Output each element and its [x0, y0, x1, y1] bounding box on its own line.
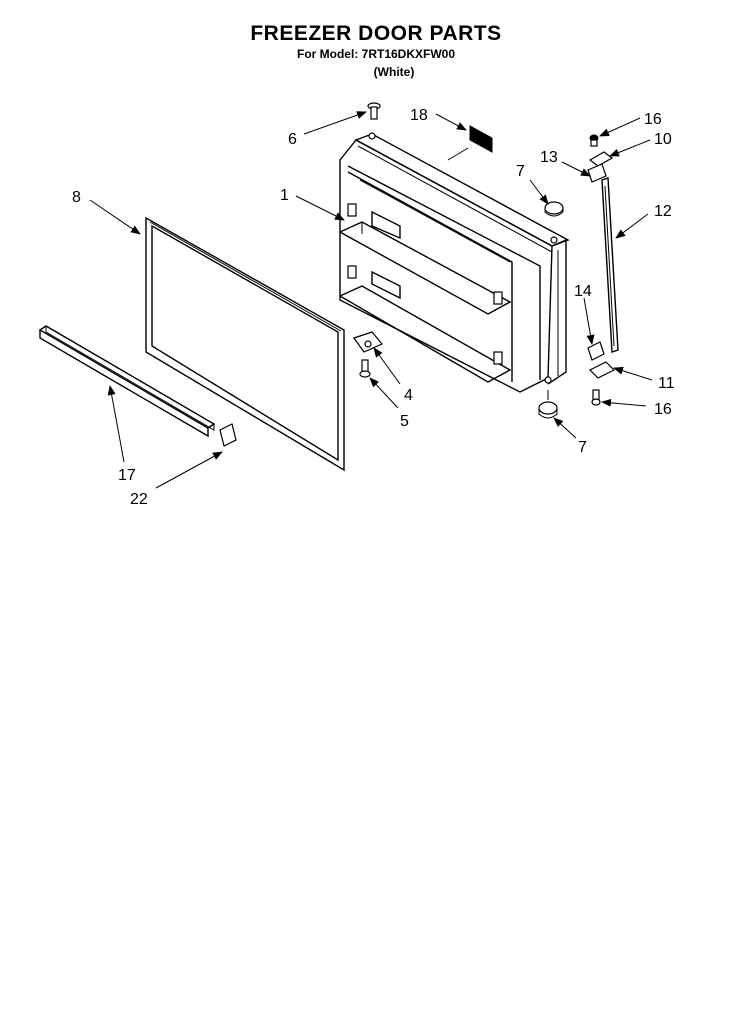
- callout-16-bottom: 16: [654, 401, 672, 418]
- callout-7-top: 7: [516, 163, 525, 180]
- callout-18: 18: [410, 107, 428, 124]
- screw-part-5: [359, 359, 371, 378]
- bushing-part-7-bottom: [538, 390, 558, 419]
- callout-7-bottom: 7: [578, 439, 587, 456]
- callout-13: 13: [540, 149, 558, 166]
- callout-12: 12: [654, 203, 672, 220]
- bottom-hinge-parts: [587, 341, 616, 406]
- plug-part-7-top: [544, 201, 564, 217]
- callout-5: 5: [400, 413, 409, 430]
- callout-10: 10: [654, 131, 672, 148]
- label-part-18: [447, 125, 493, 161]
- callout-17: 17: [118, 467, 136, 484]
- door-liner: [338, 132, 570, 393]
- callout-6: 6: [288, 131, 297, 148]
- callout-1: 1: [280, 187, 289, 204]
- top-hinge-parts: [587, 134, 614, 183]
- callout-14: 14: [574, 283, 592, 300]
- end-cap-part-22: [219, 423, 237, 447]
- diagram-title: FREEZER DOOR PARTS: [250, 22, 502, 45]
- color-line: (White): [373, 65, 415, 79]
- callout-8: 8: [72, 189, 81, 206]
- handle-trim-part-12: [601, 177, 619, 353]
- screw-part-6: [367, 102, 381, 120]
- door-gasket: [145, 216, 345, 472]
- door-trim-part-17: [38, 325, 216, 438]
- callout-4: 4: [404, 387, 413, 404]
- leader-lines: [89, 111, 653, 489]
- callout-16-top: 16: [644, 111, 662, 128]
- callout-22: 22: [130, 491, 148, 508]
- callout-labels: 6 18 1 7 8 4 5 7 16 10 13 12 14 11 16 17…: [72, 107, 675, 508]
- model-line: For Model: 7RT16DKXFW00: [296, 47, 455, 61]
- hinge-cam-part-4: [353, 331, 383, 353]
- callout-11: 11: [658, 375, 675, 392]
